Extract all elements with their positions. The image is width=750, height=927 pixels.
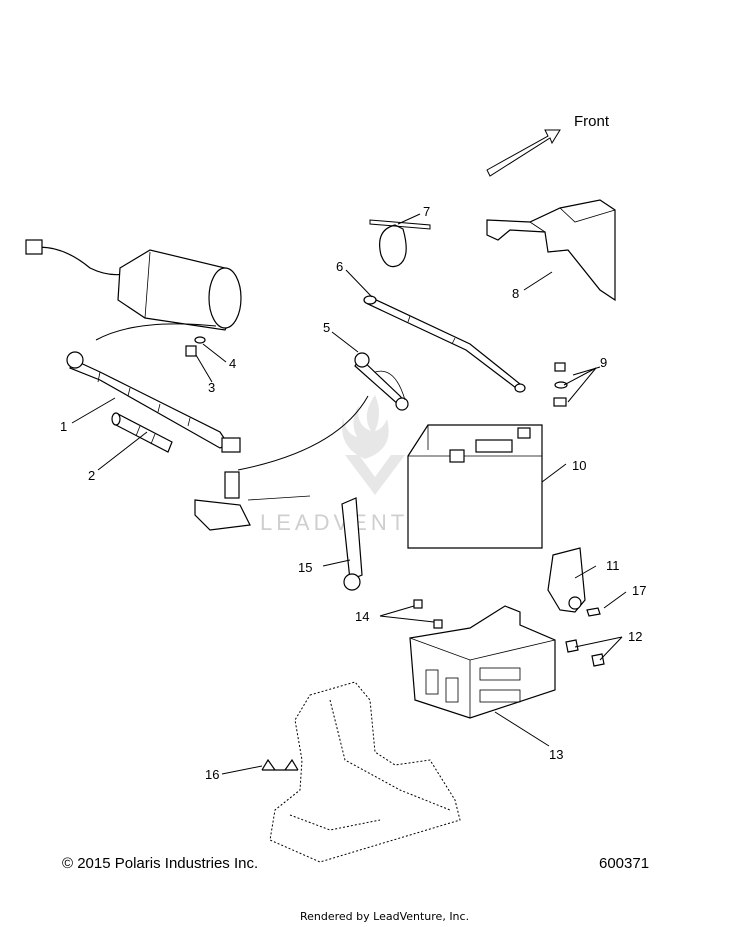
callout-7: 7 [423, 204, 430, 219]
callout-10: 10 [572, 458, 586, 473]
callout-8: 8 [512, 286, 519, 301]
callout-3: 3 [208, 380, 215, 395]
bolt-part-17 [586, 607, 601, 617]
callout-2: 2 [88, 468, 95, 483]
clips-part-14 [413, 599, 443, 629]
battery-cable-part-6 [363, 295, 526, 393]
callout-5: 5 [323, 320, 330, 335]
battery-part [407, 424, 543, 549]
leadventure-watermark-logo [341, 395, 405, 495]
copyright-text: © 2015 Polaris Industries Inc. [62, 855, 258, 872]
bolts-part-12 [565, 639, 605, 667]
solenoid-wire-arc [237, 395, 369, 471]
callout-13: 13 [549, 747, 563, 762]
leader-lines [71, 213, 627, 775]
callout-6: 6 [336, 259, 343, 274]
callout-1: 1 [60, 419, 67, 434]
battery-cover-part [486, 199, 616, 302]
callout-9: 9 [600, 355, 607, 370]
callout-14: 14 [355, 609, 369, 624]
callout-11: 11 [606, 558, 620, 573]
battery-strap-part [341, 497, 363, 591]
diagram-number: 600371 [599, 855, 649, 872]
battery-box-part [409, 605, 556, 719]
ground-wire-arc [95, 323, 217, 341]
nut-and-washer-part [185, 336, 206, 357]
bracket-part [547, 547, 586, 613]
callout-16: 16 [205, 767, 219, 782]
callout-4: 4 [229, 356, 236, 371]
rendered-by-text: Rendered by LeadVenture, Inc. [300, 910, 469, 923]
starter-motor [25, 239, 242, 331]
battery-bolt-hardware [553, 362, 568, 407]
starter-cable-part [66, 351, 241, 453]
callout-17: 17 [632, 583, 646, 598]
front-label: Front [574, 113, 610, 130]
cable-tie-part [369, 219, 431, 268]
clip-part-16 [261, 758, 299, 771]
callout-15: 15 [298, 560, 312, 575]
protective-sleeve-part [111, 412, 173, 453]
battery-cable-part-5 [354, 352, 409, 411]
starter-solenoid [194, 471, 311, 531]
callout-12: 12 [628, 629, 642, 644]
front-direction-arrow [486, 129, 561, 177]
chassis-frame-phantom [269, 681, 461, 863]
